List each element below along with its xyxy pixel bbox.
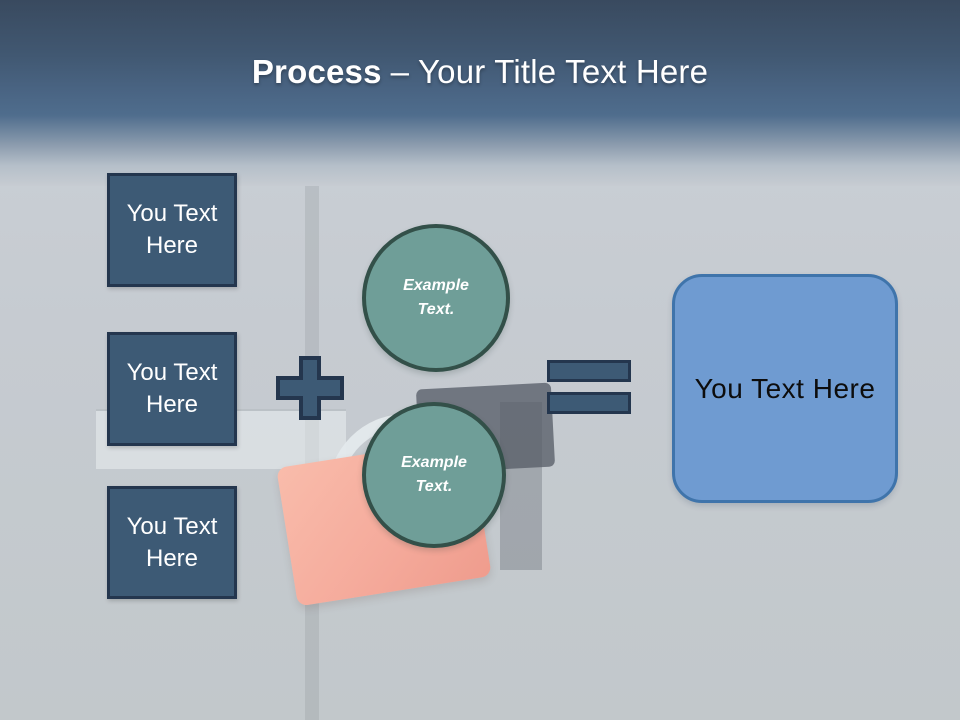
input-box-2: You Text Here <box>107 332 237 446</box>
slide-title-bar: Process– Your Title Text Here <box>0 0 960 186</box>
example-circle-1-label: Example Text. <box>403 277 469 318</box>
example-circle-2-label: Example Text. <box>401 454 467 495</box>
result-box-label: You Text Here <box>694 372 876 404</box>
example-circle-1: Example Text. <box>362 224 510 372</box>
input-box-3-label: You Text Here <box>126 512 218 572</box>
result-box: You Text Here <box>672 274 898 503</box>
equals-operator-icon <box>547 360 631 414</box>
input-box-1-label: You Text Here <box>126 200 218 259</box>
page-title-emphasis: Process <box>251 53 382 90</box>
input-box-1: You Text Here <box>107 173 237 287</box>
door-shadow-strip <box>500 402 542 570</box>
input-box-2-label: You Text Here <box>126 359 218 418</box>
page-title: Process– Your Title Text Here <box>0 52 960 92</box>
equals-bar-bottom <box>547 392 631 414</box>
plus-operator-icon <box>276 356 344 420</box>
page-title-rest: – Your Title Text Here <box>390 53 709 90</box>
input-box-3: You Text Here <box>107 486 237 599</box>
equals-bar-top <box>547 360 631 382</box>
example-circle-2: Example Text. <box>362 402 506 548</box>
